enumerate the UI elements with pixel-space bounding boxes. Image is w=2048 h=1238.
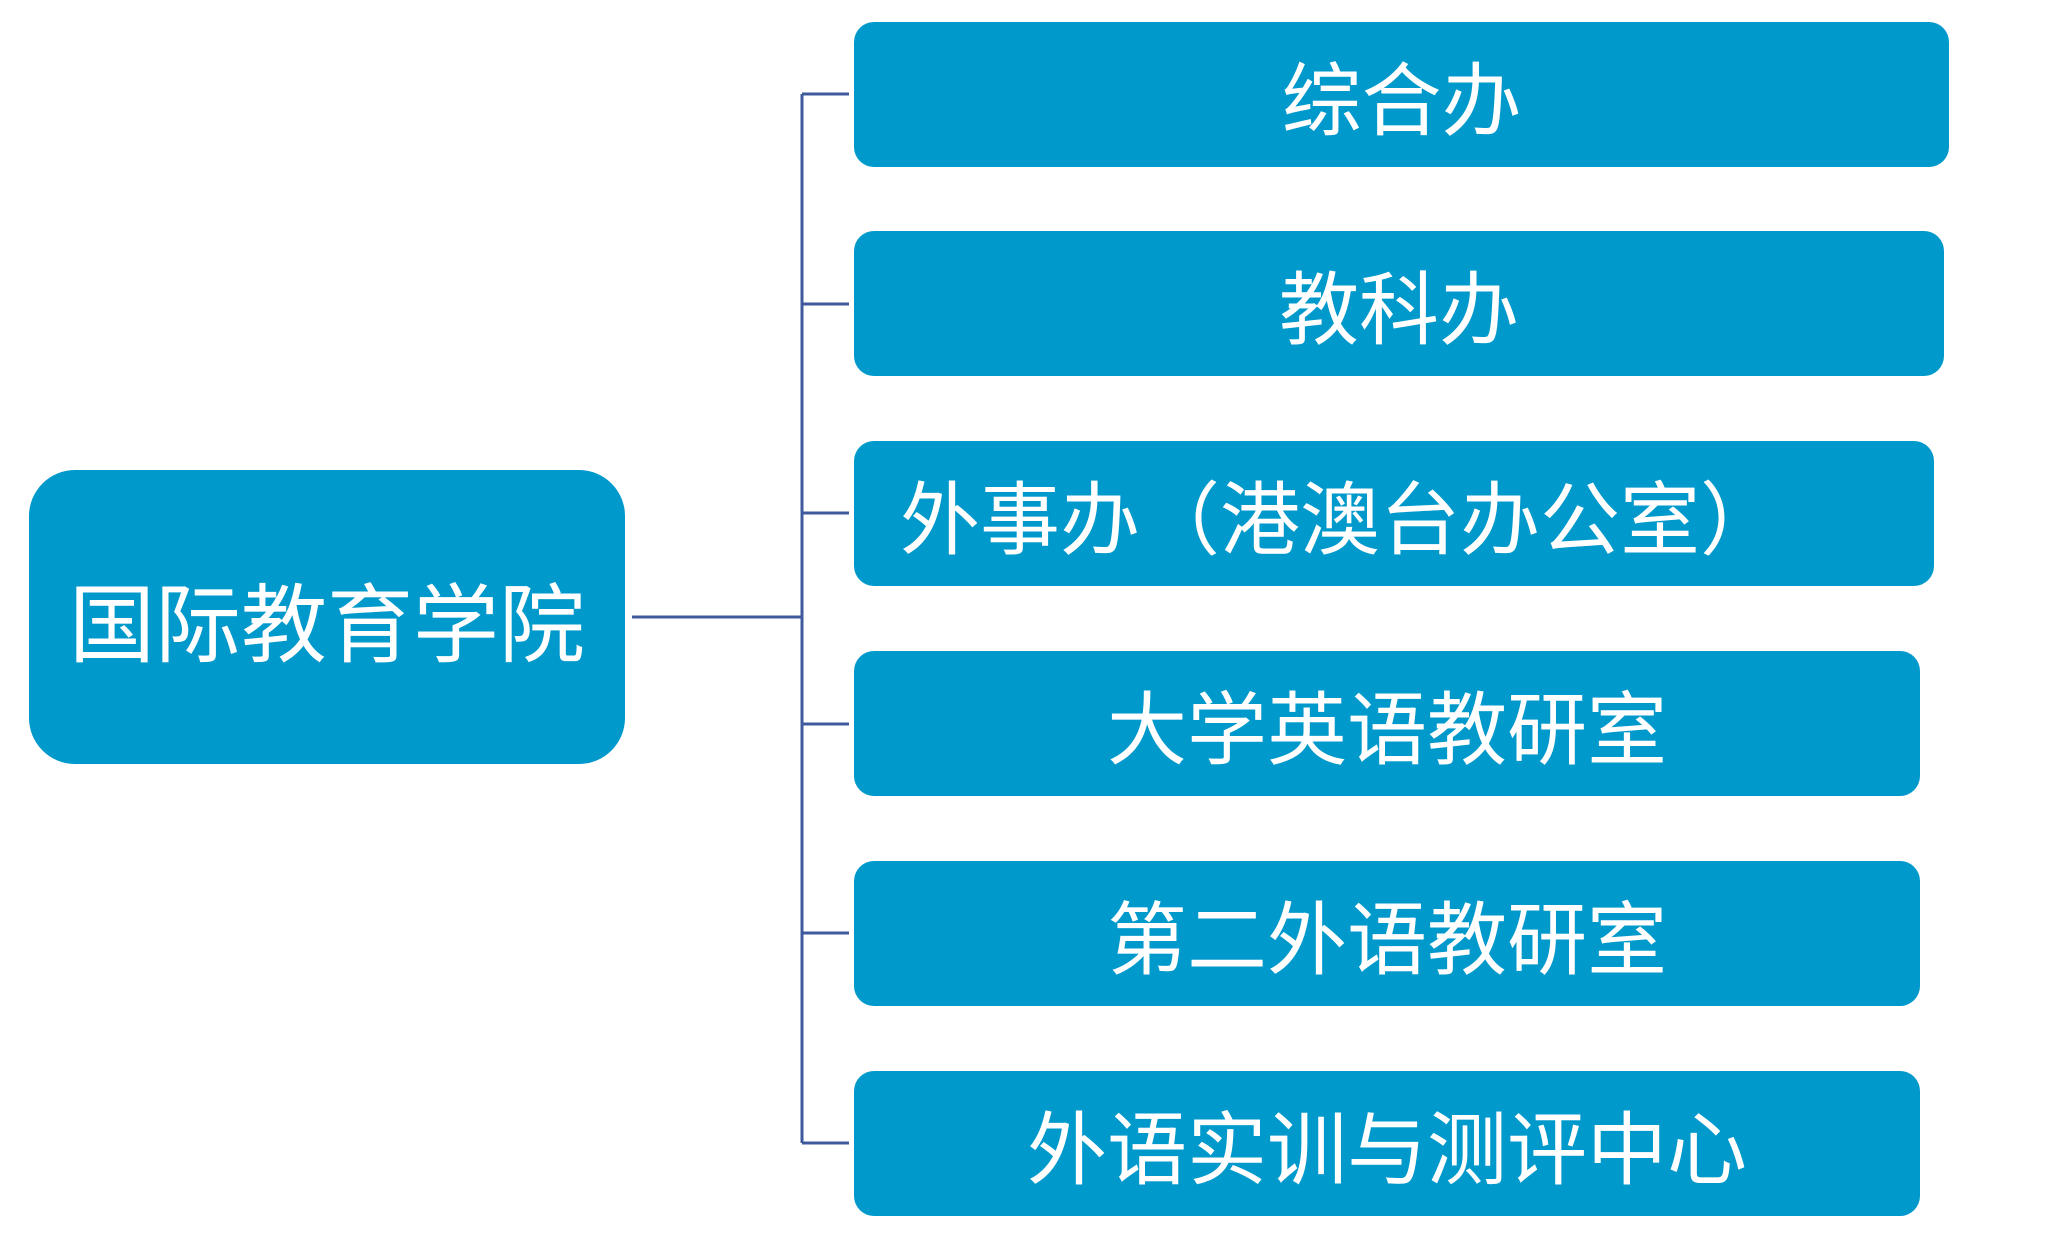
child-node-label: 外事办（港澳台办公室） [900,473,1780,567]
child-node-second-language-section: 第二外语教研室 [854,861,1920,1006]
child-node-label: 大学英语教研室 [1107,683,1667,777]
child-node-label: 教科办 [1279,263,1519,357]
child-node-foreign-affairs-office: 外事办（港澳台办公室） [854,441,1934,586]
root-node: 国际教育学院 [29,470,625,764]
child-node-college-english-section: 大学英语教研室 [854,651,1920,796]
child-node-label: 第二外语教研室 [1107,893,1667,987]
child-node-teaching-research-office: 教科办 [854,231,1944,376]
child-node-general-office: 综合办 [854,22,1949,167]
root-node-label: 国际教育学院 [69,575,585,676]
child-node-language-training-center: 外语实训与测评中心 [854,1071,1920,1216]
child-node-label: 外语实训与测评中心 [1027,1103,1747,1197]
child-node-label: 综合办 [1281,54,1522,148]
